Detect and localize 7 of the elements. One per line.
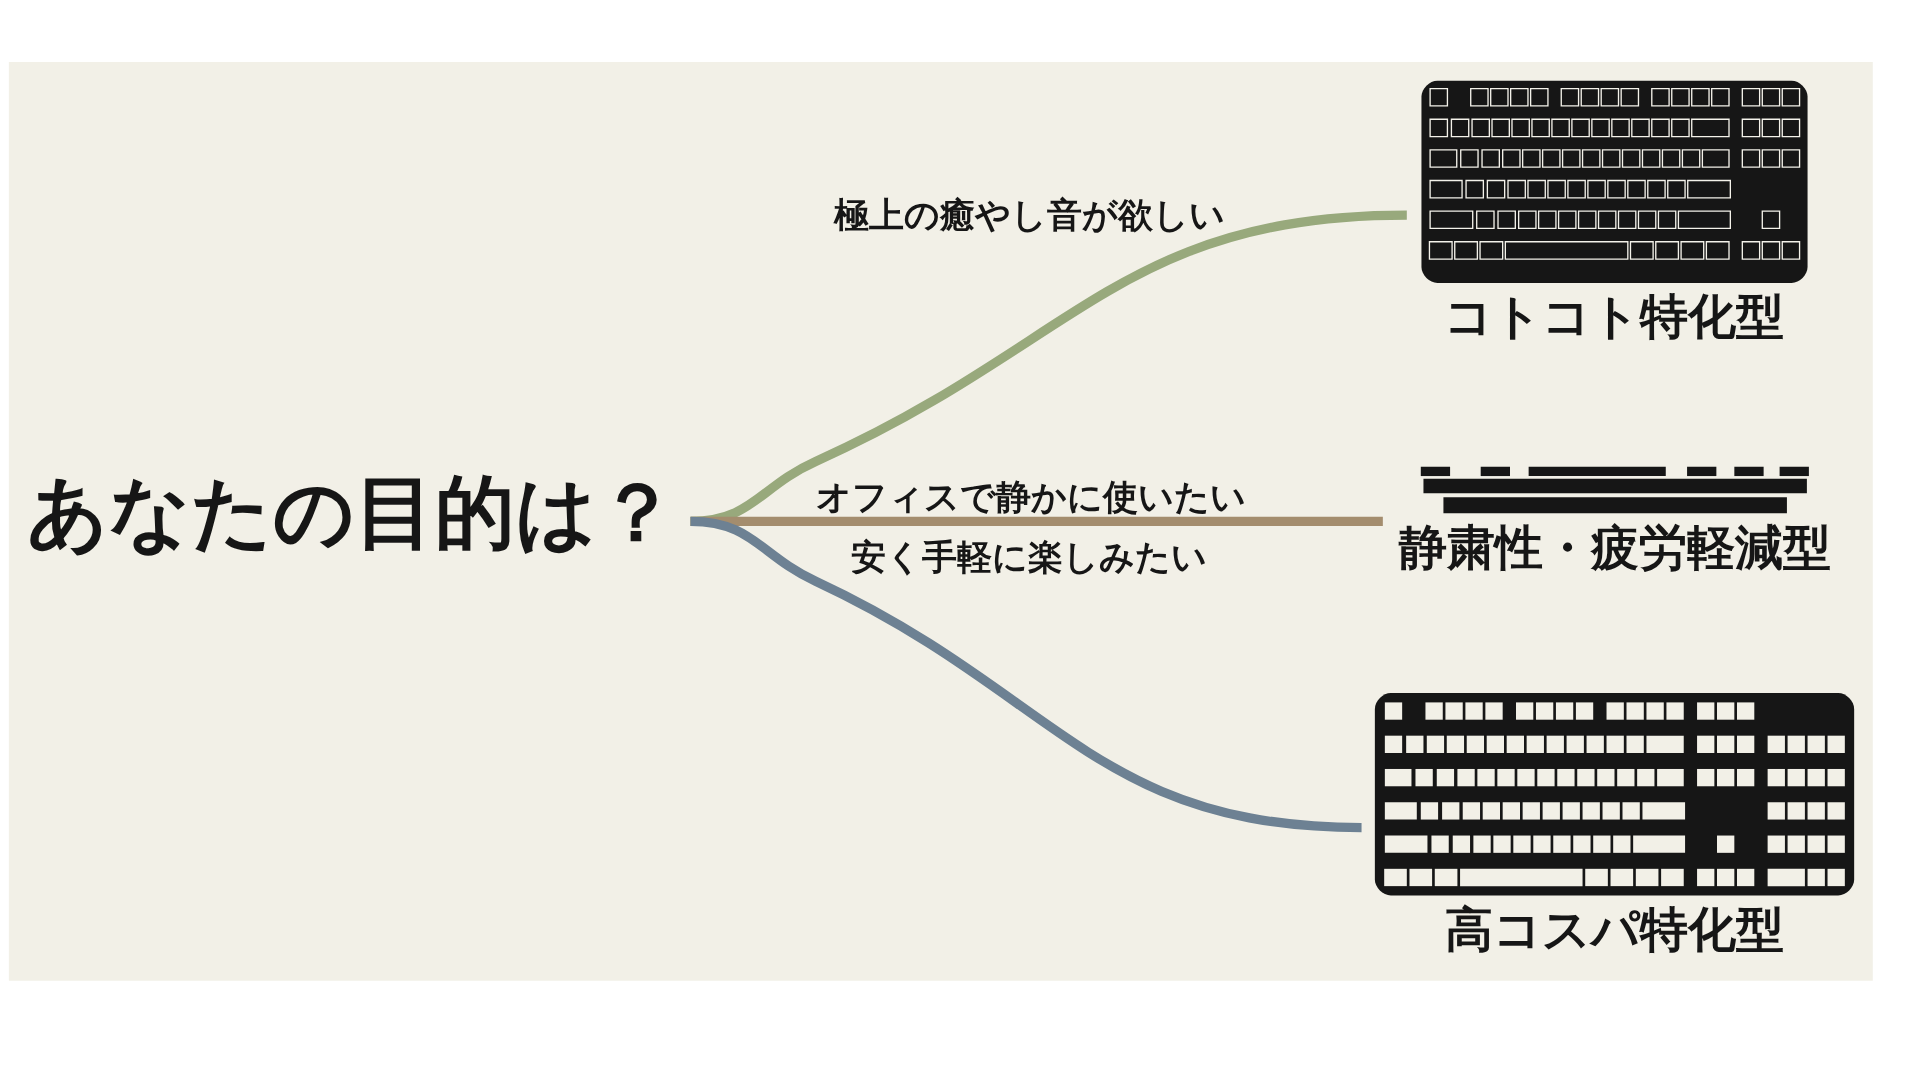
node-label: 高コスパ特化型: [1444, 901, 1784, 957]
node-text: あなたの目的は？: [27, 465, 678, 559]
edge-label: 安く手軽に楽しみたい: [850, 536, 1207, 577]
node-label: コトコト特化型: [1444, 288, 1785, 344]
edge-label: 極上の癒やし音が欲しい: [833, 194, 1225, 235]
node-label: 静粛性・疲労軽減型: [1398, 519, 1831, 575]
edge-label: オフィスで静かに使いたい: [815, 476, 1246, 517]
